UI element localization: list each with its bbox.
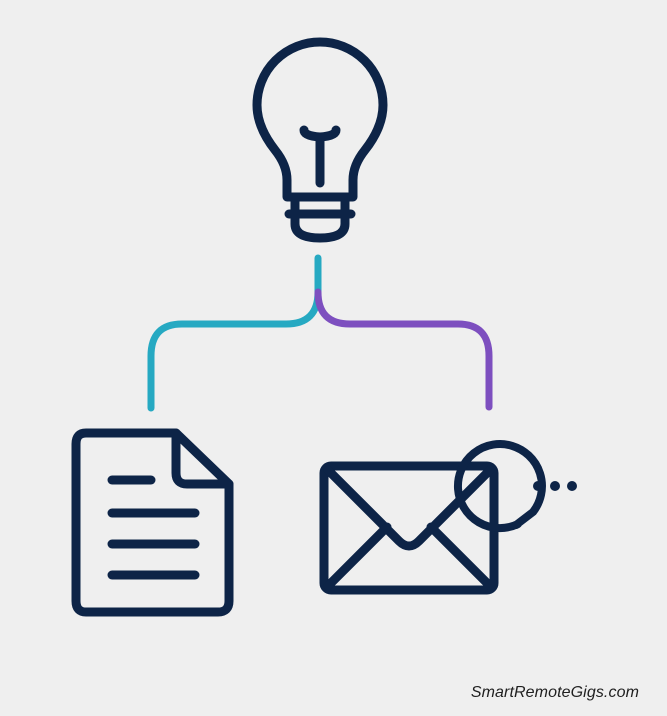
lightbulb-icon xyxy=(252,37,388,243)
chat-dot xyxy=(550,481,560,491)
chat-dot xyxy=(533,481,543,491)
connector-right xyxy=(314,288,493,411)
watermark: SmartRemoteGigs.com xyxy=(470,684,639,701)
envelope-icon xyxy=(319,461,499,595)
connector-left xyxy=(147,254,322,412)
chat-dot xyxy=(567,481,577,491)
chat-bubble-icon xyxy=(453,440,577,532)
document-icon xyxy=(71,428,234,617)
